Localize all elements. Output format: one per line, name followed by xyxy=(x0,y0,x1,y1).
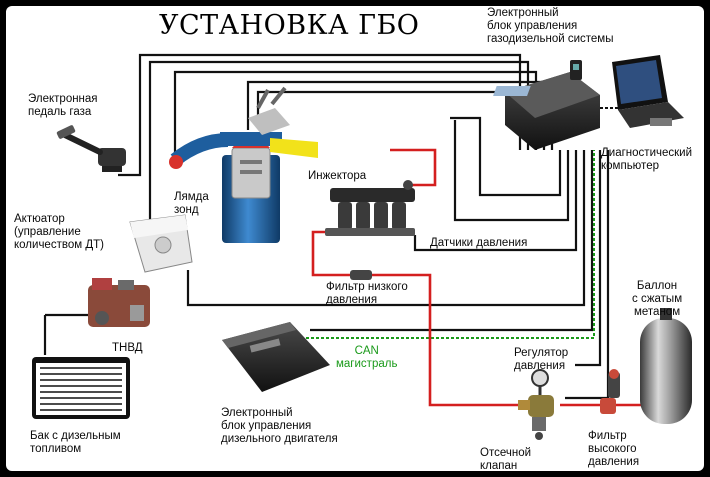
wire-can-ecu xyxy=(310,150,594,332)
wire-pressure-sensor xyxy=(413,150,578,252)
ecu-gas-diesel-icon xyxy=(493,60,600,150)
gas-line-main xyxy=(311,230,520,407)
label-cylinder: Баллон с сжатым метаном xyxy=(632,280,683,318)
diagram-frame: УСТАНОВКА ГБО Электронный блок управлени… xyxy=(6,6,704,471)
label-actuator: Актюатор (управление количеством ДТ) xyxy=(14,213,104,251)
gas-pedal-icon xyxy=(56,125,126,172)
can-bus-line xyxy=(296,150,595,339)
label-diesel-tank: Бак с дизельным топливом xyxy=(30,430,121,455)
gas-line-injector-top xyxy=(390,148,437,187)
cutoff-valve-icon xyxy=(532,417,546,440)
wire-injector xyxy=(450,116,562,197)
actuator-icon xyxy=(129,214,193,273)
high-pressure-filter-icon xyxy=(600,369,620,414)
engine-icon xyxy=(169,86,318,243)
page-title: УСТАНОВКА ГБО xyxy=(159,10,420,41)
label-diag-computer: Диагностический компьютер xyxy=(601,147,693,172)
label-ecu-diesel: Электронный блок управления дизельного д… xyxy=(221,407,338,445)
label-pressure-sensors: Датчики давления xyxy=(430,237,528,249)
label-high-filter: Фильтр высокого давления xyxy=(588,430,640,468)
wire-lambda-2 xyxy=(173,70,538,160)
label-cutoff-valve: Отсечной клапан xyxy=(480,447,532,471)
low-pressure-filter-icon xyxy=(350,270,372,280)
wire-actuator xyxy=(186,150,586,307)
label-gas-pedal: Электронная педаль газа xyxy=(28,93,98,118)
cng-cylinder-icon xyxy=(640,308,692,424)
label-injector: Инжектора xyxy=(308,170,367,182)
label-regulator: Регулятор давления xyxy=(514,347,569,372)
label-low-filter: Фильтр низкого давления xyxy=(326,281,408,306)
wire-injector-2 xyxy=(453,120,570,222)
wire-regulator xyxy=(575,150,602,367)
label-can-bus: CAN магистраль xyxy=(336,345,398,370)
wire-valve xyxy=(565,150,610,400)
ecu-diesel-icon xyxy=(222,322,330,392)
gbo-diagram xyxy=(32,53,692,440)
label-ecu-gas-diesel: Электронный блок управления газодизельно… xyxy=(487,7,614,45)
label-lambda: Лямда зонд xyxy=(174,191,209,216)
injector-rail-icon xyxy=(325,180,415,236)
diagnostic-laptop-icon xyxy=(600,55,684,128)
label-tnvd: ТНВД xyxy=(112,342,143,354)
regulator-icon xyxy=(518,369,554,417)
diesel-tank-icon xyxy=(32,357,130,419)
tnvd-pump-icon xyxy=(88,278,150,327)
